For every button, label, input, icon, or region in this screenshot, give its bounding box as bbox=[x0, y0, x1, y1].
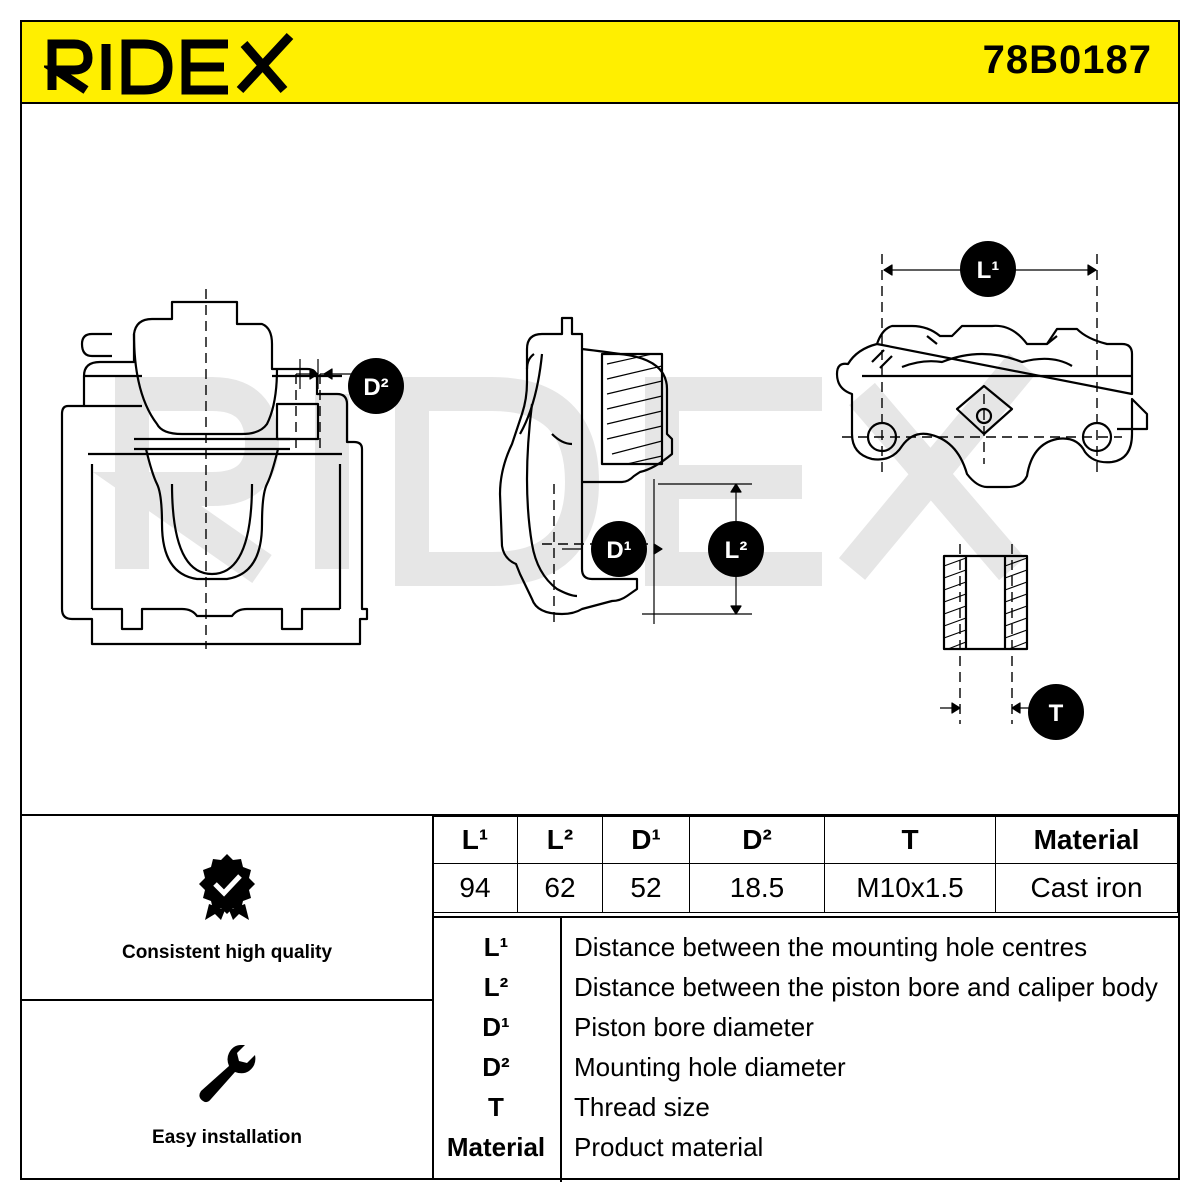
svg-text:T: T bbox=[1049, 700, 1064, 727]
caliper-drawing-svg: L¹ D² D¹ L² T bbox=[60, 241, 1149, 740]
spec-table: L¹ L² D¹ D² T Material 94 62 52 18.5 M10… bbox=[432, 816, 1178, 913]
legend-key: L² bbox=[483, 972, 509, 1002]
badge-d1: D¹ bbox=[591, 521, 647, 577]
piston-hatching bbox=[606, 353, 663, 465]
legend-row: D¹ Piston bore diameter bbox=[432, 1008, 1178, 1048]
top-view-centerlines bbox=[842, 254, 1122, 474]
thread-hatching bbox=[943, 557, 1028, 650]
badge-d2: D² bbox=[348, 358, 404, 414]
spec-value-row: 94 62 52 18.5 M10x1.5 Cast iron bbox=[432, 863, 1178, 913]
legend-description: Mounting hole diameter bbox=[574, 1052, 846, 1082]
legend: L¹ Distance between the mounting hole ce… bbox=[432, 916, 1178, 1182]
legend-key: D² bbox=[482, 1052, 510, 1082]
d1-l2-dimension-lines bbox=[562, 479, 752, 624]
spec-header-l1: L¹ bbox=[432, 816, 518, 864]
spec-section: Consistent high quality Easy installatio… bbox=[22, 814, 1178, 1182]
spec-header-l2: L² bbox=[517, 816, 603, 864]
spec-header-d2: D² bbox=[689, 816, 825, 864]
spec-value-material: Cast iron bbox=[995, 863, 1178, 913]
features-panel: Consistent high quality Easy installatio… bbox=[22, 816, 434, 1180]
spec-value-l2: 62 bbox=[517, 863, 603, 913]
watermark-logo bbox=[92, 353, 1036, 586]
feature-quality-label: Consistent high quality bbox=[121, 942, 333, 963]
legend-description: Product material bbox=[574, 1132, 764, 1162]
legend-description: Piston bore diameter bbox=[574, 1012, 814, 1042]
spec-header-row: L¹ L² D¹ D² T Material bbox=[432, 816, 1178, 864]
feature-installation-label: Easy installation bbox=[152, 1127, 302, 1148]
badge-t: T bbox=[1028, 684, 1084, 740]
badge-l1: L¹ bbox=[960, 241, 1016, 297]
feature-quality: Consistent high quality bbox=[22, 816, 432, 1001]
spec-header-t: T bbox=[824, 816, 996, 864]
caliper-front-view bbox=[60, 300, 369, 646]
ridex-logo bbox=[44, 32, 294, 95]
thread-centerlines bbox=[959, 544, 1013, 724]
legend-key: T bbox=[488, 1092, 504, 1122]
caliper-side-view bbox=[498, 316, 674, 616]
spec-header-material: Material bbox=[995, 816, 1178, 864]
product-sheet: 78B0187 bbox=[20, 20, 1180, 1182]
legend-row: L² Distance between the piston bore and … bbox=[432, 968, 1178, 1008]
header-bar: 78B0187 bbox=[22, 22, 1178, 104]
spec-header-d1: D¹ bbox=[602, 816, 690, 864]
badge-l2: L² bbox=[708, 521, 764, 577]
legend-key: Material bbox=[446, 1132, 546, 1162]
technical-drawing: L¹ D² D¹ L² T bbox=[22, 104, 1178, 816]
legend-description: Distance between the mounting hole centr… bbox=[574, 932, 1088, 962]
spec-value-d2: 18.5 bbox=[689, 863, 825, 913]
legend-row: L¹ Distance between the mounting hole ce… bbox=[432, 928, 1178, 968]
svg-text:L¹: L¹ bbox=[977, 257, 1000, 284]
spec-value-d1: 52 bbox=[602, 863, 690, 913]
legend-key: L¹ bbox=[483, 932, 509, 962]
legend-key: D¹ bbox=[482, 1012, 510, 1042]
spec-value-t: M10x1.5 bbox=[824, 863, 996, 913]
svg-text:L²: L² bbox=[725, 537, 748, 564]
thread-insert-view bbox=[942, 554, 1029, 651]
legend-row: Material Product material bbox=[432, 1128, 1178, 1168]
quality-badge-icon bbox=[199, 854, 255, 920]
feature-installation: Easy installation bbox=[22, 1001, 432, 1180]
legend-description: Distance between the piston bore and cal… bbox=[574, 972, 1158, 1002]
part-number: 78B0187 bbox=[982, 38, 1152, 82]
spec-value-l1: 94 bbox=[432, 863, 518, 913]
wrench-icon bbox=[199, 1045, 256, 1103]
svg-text:D²: D² bbox=[363, 374, 388, 401]
legend-divider bbox=[560, 918, 562, 1182]
svg-text:D¹: D¹ bbox=[606, 537, 631, 564]
front-view-centerlines bbox=[205, 289, 321, 649]
legend-row: D² Mounting hole diameter bbox=[432, 1048, 1178, 1088]
t-dimension-lines bbox=[940, 702, 1032, 714]
legend-description: Thread size bbox=[574, 1092, 710, 1122]
legend-row: T Thread size bbox=[432, 1088, 1178, 1128]
d2-dimension-lines bbox=[296, 359, 358, 389]
